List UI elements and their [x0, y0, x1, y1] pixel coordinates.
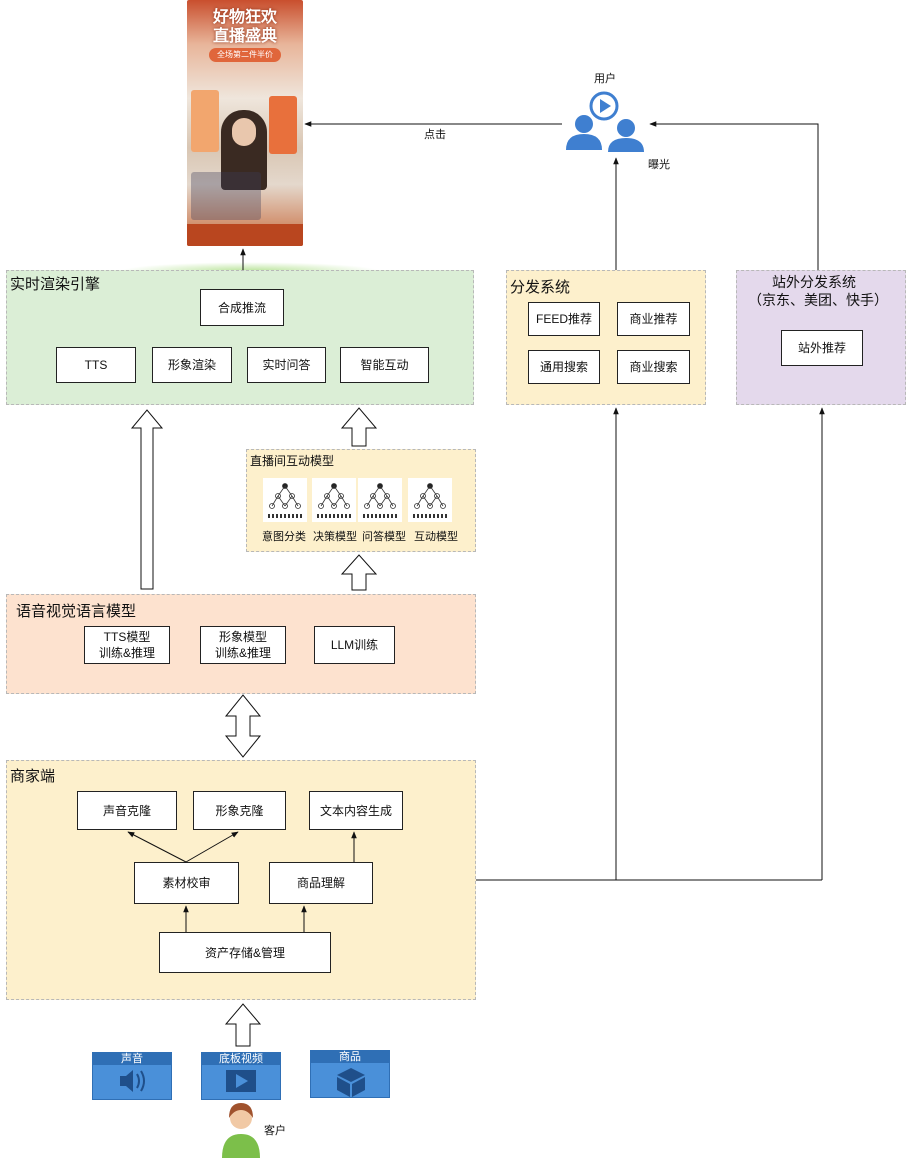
external-distribution-subtitle: （京东、美团、快手）	[748, 292, 888, 308]
voice-source-label: 声音	[93, 1053, 171, 1065]
merchant-title: 商家端	[10, 768, 56, 785]
customer-label: 客户	[264, 1125, 286, 1137]
customer-avatar-icon	[222, 1103, 260, 1158]
hollow-arrow-vl-to-render	[130, 409, 164, 590]
live-stream-screenshot: 好物狂欢 直播盛典 全场第二件半价	[187, 0, 303, 246]
external-distribution-title: 站外分发系统	[772, 274, 856, 290]
distribution-title: 分发系统	[510, 279, 571, 296]
hollow-arrow-vl-to-interaction	[340, 554, 378, 591]
base-video-source-label: 底板视频	[202, 1053, 280, 1065]
feed-recommend-box: FEED推荐	[528, 302, 600, 336]
neural-network-glyph-1	[268, 483, 302, 518]
business-search-box: 商业搜索	[617, 350, 690, 384]
avatar-model-box: 形象模型训练&推理	[200, 626, 286, 664]
smart-interaction-box: 智能互动	[340, 347, 429, 383]
chat-overlay	[191, 172, 261, 220]
arrow-review-to-image	[185, 831, 239, 863]
arrow-review-to-voice	[127, 831, 187, 863]
material-review-box: 素材校审	[134, 862, 239, 904]
general-search-box: 通用搜索	[528, 350, 600, 384]
live-subtitle: 全场第二件半价	[209, 48, 281, 62]
decision-model-label: 决策模型	[313, 531, 357, 543]
product-card-left	[191, 90, 219, 152]
click-label: 点击	[424, 129, 446, 141]
hollow-arrow-sources-to-merchant	[224, 1003, 262, 1047]
tts-model-box: TTS模型训练&推理	[84, 626, 170, 664]
users-icon	[566, 115, 644, 152]
arrow-external-to-user	[649, 121, 819, 270]
host-face	[232, 118, 256, 146]
qa-model-label: 问答模型	[362, 531, 406, 543]
image-clone-box: 形象克隆	[193, 791, 286, 830]
vl-model-title: 语音视觉语言模型	[16, 603, 137, 620]
stream-compositing-box: 合成推流	[200, 289, 284, 326]
exposure-label: 曝光	[648, 159, 670, 171]
tts-box: TTS	[56, 347, 136, 383]
product-understanding-box: 商品理解	[269, 862, 373, 904]
user-label: 用户	[594, 73, 616, 85]
asset-storage-box: 资产存储&管理	[159, 932, 331, 973]
voice-clone-box: 声音克隆	[77, 791, 177, 830]
interaction-model-label: 互动模型	[414, 531, 458, 543]
render-engine-title: 实时渲染引擎	[10, 276, 101, 293]
realtime-qa-box: 实时问答	[247, 347, 326, 383]
interaction-model-title: 直播间互动模型	[250, 454, 335, 468]
external-recommend-box: 站外推荐	[781, 330, 863, 366]
hollow-double-arrow-vl-merchant	[224, 694, 262, 758]
intent-classification-label: 意图分类	[262, 531, 306, 543]
cube-icon	[337, 1068, 365, 1097]
product-card-right	[269, 96, 297, 154]
play-icon	[589, 91, 619, 121]
avatar-render-box: 形象渲染	[152, 347, 232, 383]
product-source-label: 商品	[311, 1051, 389, 1063]
llm-training-box: LLM训练	[314, 626, 395, 664]
business-recommend-box: 商业推荐	[617, 302, 690, 336]
speaker-icon	[120, 1070, 145, 1092]
neural-network-glyph-2	[317, 483, 351, 518]
neural-network-glyph-3	[363, 483, 397, 518]
hollow-arrow-interaction-to-render	[340, 407, 378, 447]
neural-network-glyph-4	[413, 483, 447, 518]
live-banner: 好物狂欢 直播盛典	[212, 9, 277, 45]
live-bottom-bar	[187, 224, 303, 246]
video-play-icon	[226, 1070, 256, 1092]
text-generation-box: 文本内容生成	[309, 791, 403, 830]
